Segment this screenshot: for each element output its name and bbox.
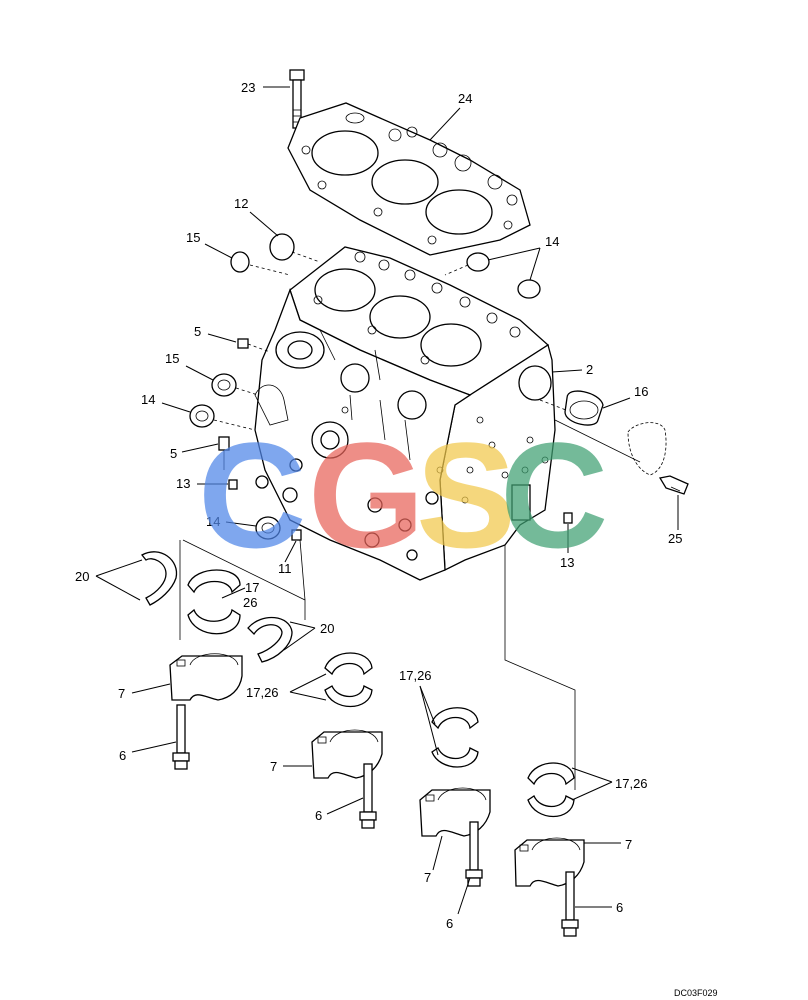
callout-20-left: 20	[75, 569, 89, 584]
callout-7c: 7	[424, 870, 431, 885]
plug-15-top	[230, 251, 250, 273]
plug-12	[269, 233, 295, 261]
callout-6a: 6	[119, 748, 126, 763]
callout-7a: 7	[118, 686, 125, 701]
pin-13-left	[228, 479, 238, 490]
plug-14-top-a	[466, 252, 490, 272]
plug-14-lower	[255, 516, 281, 540]
callout-14-lower: 14	[206, 514, 220, 529]
bearing-26-lower	[187, 608, 241, 635]
callout-15-side: 15	[165, 351, 179, 366]
callout-20-right: 20	[320, 621, 334, 636]
callout-labels: 23 24 12 15 14 5 15 2 16 14 5 13 14 25 1…	[75, 80, 682, 931]
watermark-letter-3: S	[416, 411, 516, 579]
callout-17-26-b: 17,26	[246, 685, 279, 700]
thrust-washer-20b	[247, 616, 293, 663]
watermark-logo: C G S C	[198, 411, 608, 579]
callout-13-left: 13	[176, 476, 190, 491]
bearing-17-26-c-upper	[431, 707, 479, 730]
callout-13-right: 13	[560, 555, 574, 570]
cap-bolt-6a	[172, 704, 190, 770]
callout-2: 2	[586, 362, 593, 377]
callout-6d: 6	[616, 900, 623, 915]
callout-25: 25	[668, 531, 682, 546]
bearing-cap-7c	[419, 789, 491, 837]
bearing-17-26-c-lower	[431, 747, 479, 768]
callout-7b: 7	[270, 759, 277, 774]
cover-outline	[627, 422, 667, 476]
cap-bolt-6c	[465, 821, 483, 887]
callout-17-26-c: 17,26	[399, 668, 432, 683]
callout-5-upper: 5	[194, 324, 201, 339]
plug-14-side	[189, 404, 215, 428]
cap-bolt-6d	[561, 871, 579, 937]
pin-13-right	[563, 512, 573, 524]
watermark-letter-2: G	[308, 411, 425, 579]
guide-line-3	[504, 545, 576, 790]
callout-17-26-d: 17,26	[615, 776, 648, 791]
plug-14-top-b	[517, 279, 541, 299]
callout-24: 24	[458, 91, 472, 106]
bearing-cap-7a	[169, 655, 243, 701]
callout-7d: 7	[625, 837, 632, 852]
thrust-washer-20a	[141, 551, 178, 606]
callout-14-side: 14	[141, 392, 155, 407]
cylinder-block-2	[254, 246, 556, 581]
bearing-17-26-d-lower	[527, 795, 575, 818]
cap-bolt-6b	[359, 763, 377, 829]
head-gasket-24	[287, 102, 531, 256]
watermark-letter-1: C	[198, 411, 306, 579]
callout-11: 11	[278, 561, 292, 576]
callout-16: 16	[634, 384, 648, 399]
callout-12: 12	[234, 196, 248, 211]
plug-5-upper	[237, 338, 249, 349]
bolt-25	[658, 475, 689, 495]
bearing-17-26-b-lower	[324, 685, 373, 708]
figure-code: DC03F029	[674, 988, 718, 998]
bushing-16	[564, 390, 604, 426]
pin-11	[291, 529, 302, 541]
callout-6c: 6	[446, 916, 453, 931]
callout-15-top: 15	[186, 230, 200, 245]
callout-23: 23	[241, 80, 255, 95]
bearing-17-upper	[187, 569, 241, 594]
bearing-17-26-b-upper	[324, 652, 373, 676]
bearing-17-26-d-upper	[527, 762, 575, 786]
callout-6b: 6	[315, 808, 322, 823]
leader-lines	[95, 86, 679, 915]
callout-26: 26	[243, 595, 257, 610]
watermark-letter-4: C	[500, 411, 608, 579]
plug-15-side	[211, 373, 237, 397]
callout-5-lower: 5	[170, 446, 177, 461]
callout-14-top: 14	[545, 234, 559, 249]
callout-17: 17	[245, 580, 259, 595]
